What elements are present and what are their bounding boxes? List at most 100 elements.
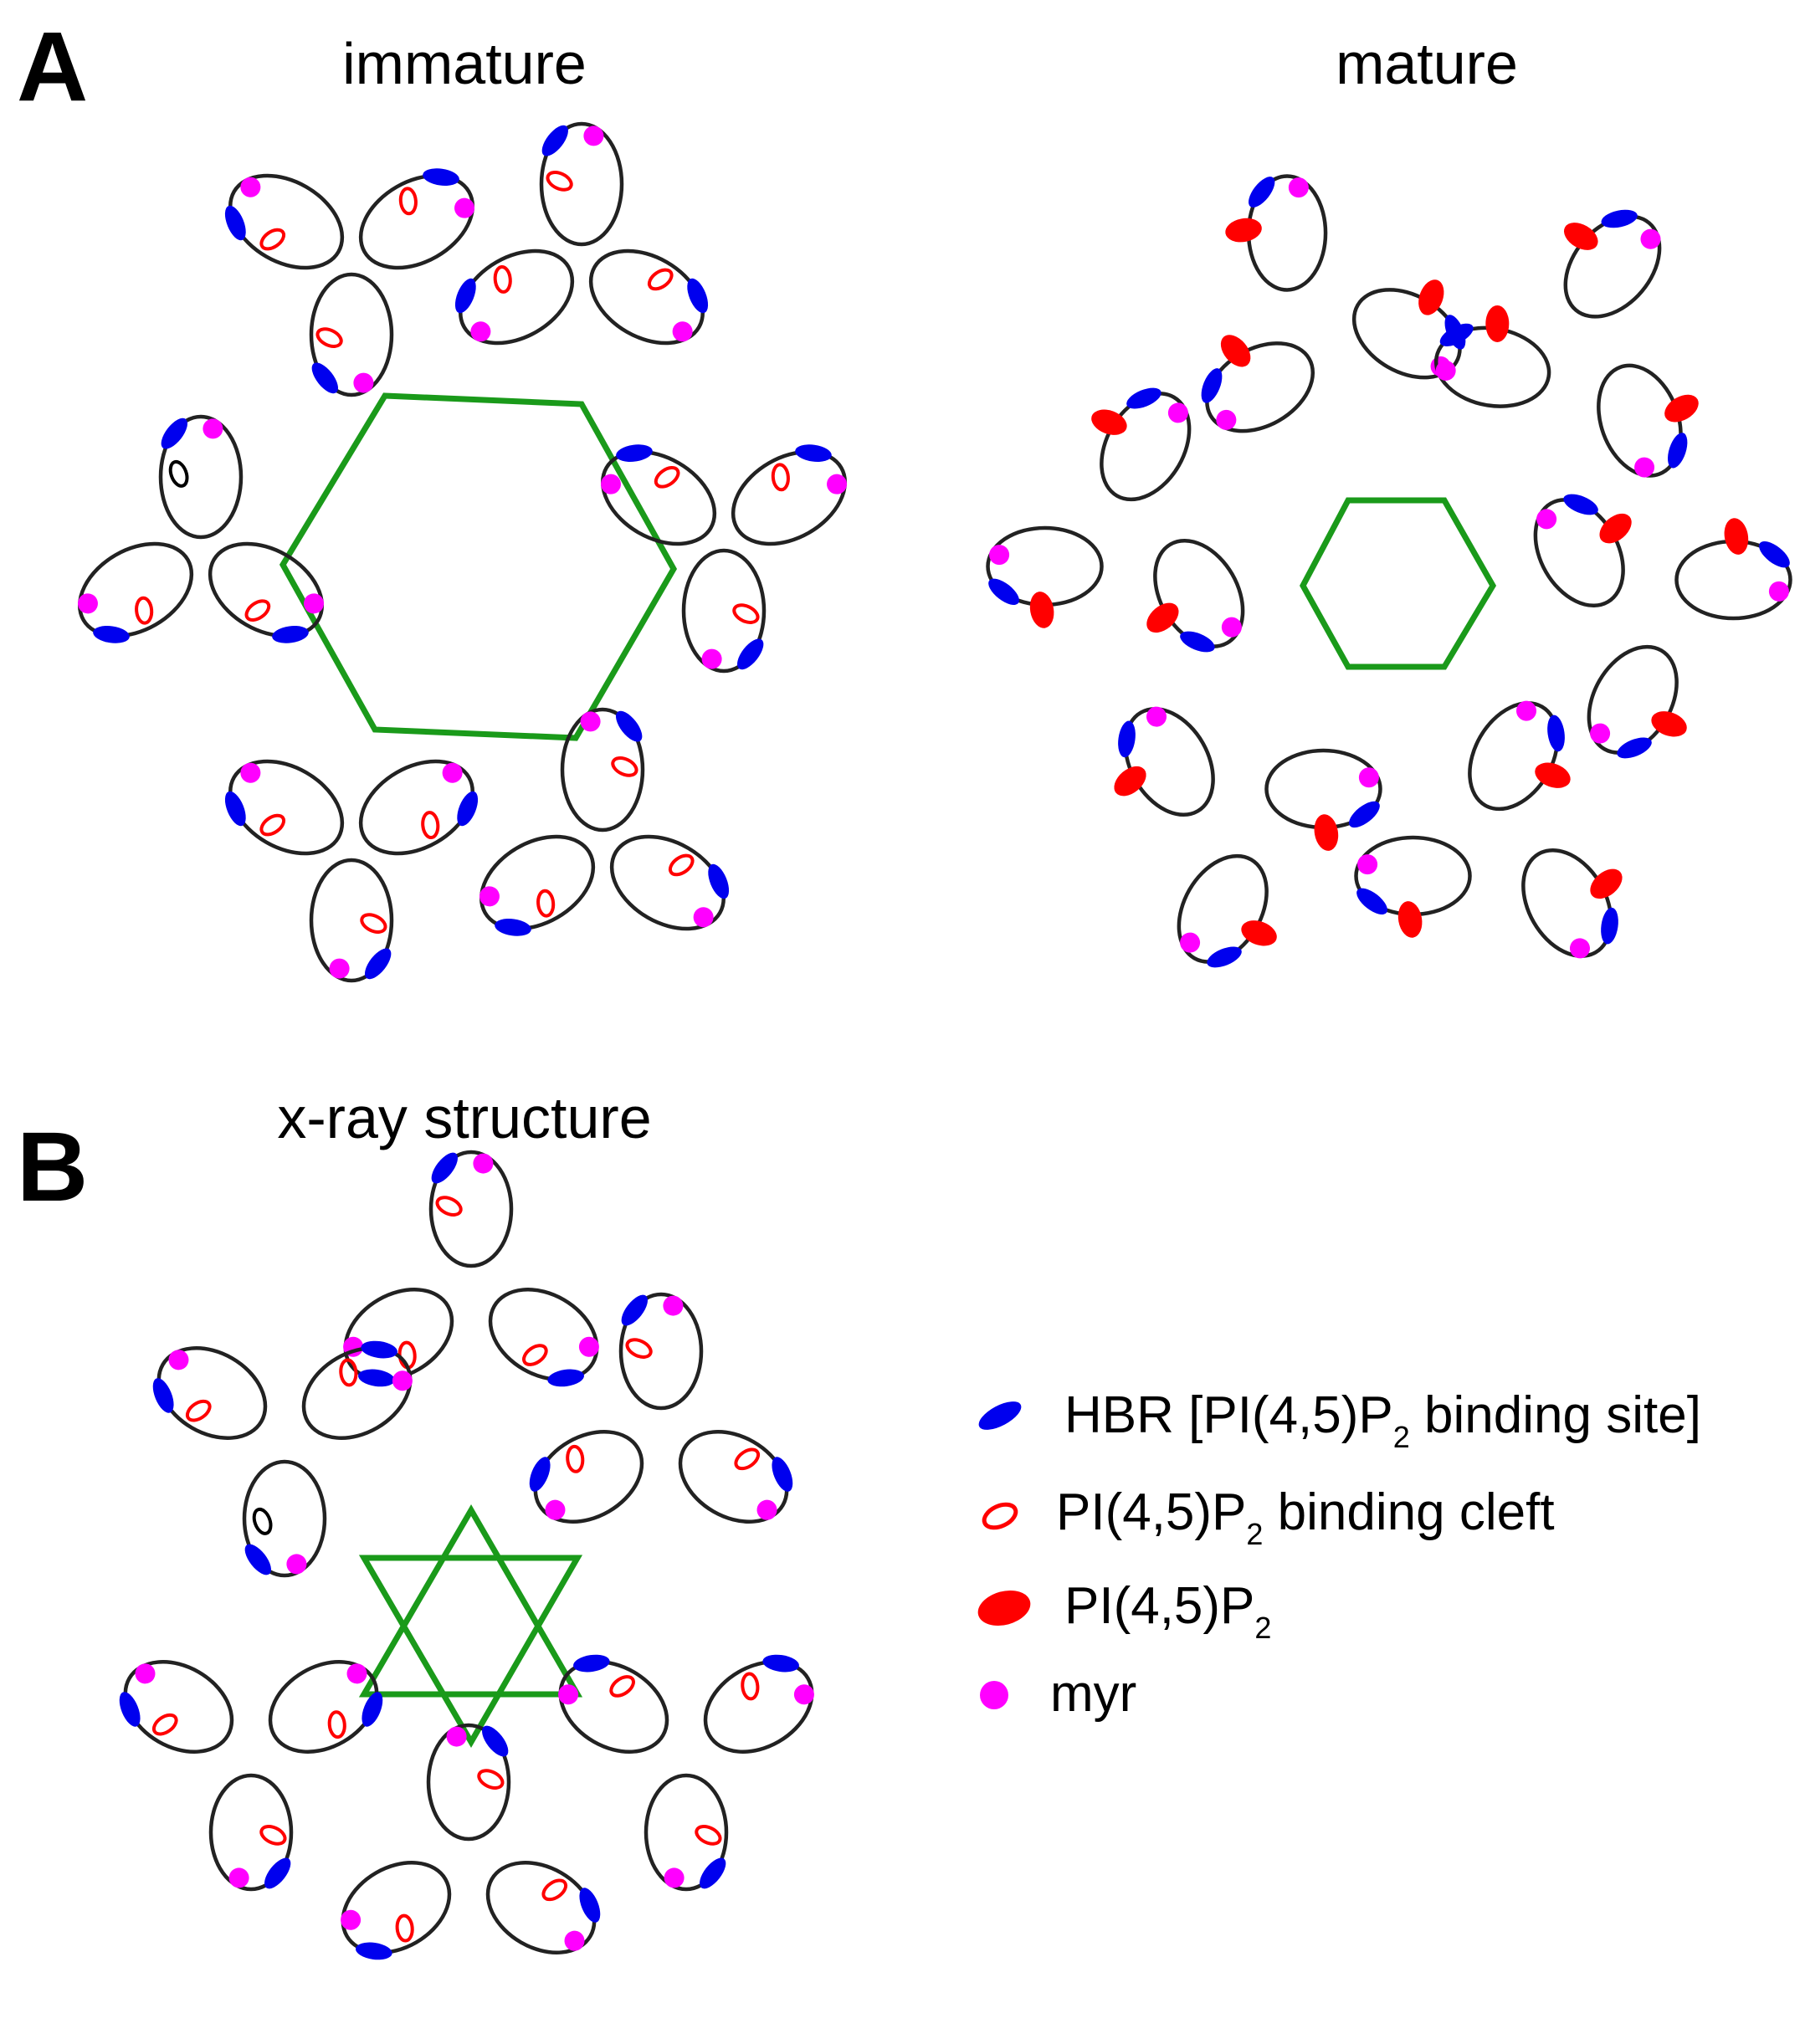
myr-dot [77,593,98,614]
ma-molecule [609,834,730,931]
ma-domain-outline [156,1346,268,1440]
ma-molecule [539,121,624,247]
bound-pip2 [1651,711,1687,737]
bound-pip2 [1146,602,1179,633]
myr-dot [989,545,1010,566]
ma-molecule [479,834,596,936]
ma-molecule [1225,174,1328,292]
pip2-cleft [541,1878,568,1902]
ma-domain-outline [228,759,345,856]
myr-dot [1640,228,1661,249]
myr-dot [470,321,491,342]
myr-dot [1569,938,1590,959]
pip2-cleft [771,463,790,492]
hbr-site [541,125,568,156]
mature-title: mature [1336,31,1518,96]
myr-dot [1167,402,1188,423]
ma-domain-outline [77,541,194,638]
hbr-site [1439,323,1474,346]
legend: HBR [PI(4,5)P2 binding site] PI(4,5)P2 b… [977,1386,1701,1723]
hbr-site [1201,368,1223,403]
ma-domain-outline [228,173,345,270]
ma-domain-outline [158,414,244,540]
myr-dot [1768,581,1789,602]
hbr-site [365,948,392,980]
legend-hbr-label: HBR [PI(4,5)P2 binding site] [1064,1386,1701,1454]
ma-domain-outline [1468,701,1560,812]
pip2-cleft [654,466,680,489]
ma-domain-outline [681,548,767,674]
myr-dot [1221,617,1242,638]
bound-pip2 [1599,513,1632,544]
pip2-cleft [546,171,573,192]
myr-dot [580,711,601,732]
unlabeled-cleft [168,459,189,488]
myr-dot [240,762,261,783]
pip2-cleft [395,1913,414,1943]
ma-domain-outline [588,248,705,346]
pip2-cleft [327,1710,346,1739]
ma-molecule [681,548,767,674]
ma-domain-outline [358,759,475,856]
pip2-cleft [185,1399,212,1422]
ma-domain-outline [123,1660,234,1754]
bound-pip2 [1563,223,1598,250]
pip2-cleft [135,596,154,625]
hbr-site [361,1340,397,1359]
ma-molecule [731,444,848,546]
pip2-cleft [259,813,286,837]
ma-molecule [485,1861,601,1954]
myr-dot [558,1684,579,1705]
ma-domain-outline [731,449,848,546]
hbr-site [495,918,531,936]
myr-dot [346,1663,367,1684]
myr-dot [168,1350,189,1370]
myr-dot [1357,854,1378,875]
hbr-site [93,625,130,643]
ma-domain-outline [301,1346,413,1440]
hbr-site [1601,209,1638,228]
myr-dot [564,1930,585,1951]
ma-molecule [224,759,345,856]
hbr-site [708,863,730,899]
ma-molecule [428,1150,514,1268]
ma-molecule [1177,853,1277,968]
ma-molecule [1433,305,1551,408]
legend-myr-icon [980,1681,1008,1709]
ma-domain-outline [358,173,475,270]
ma-molecule [1597,363,1699,478]
pip2-cleft [609,1675,635,1698]
ma-molecule [1201,335,1315,433]
ma-molecule [488,1288,599,1387]
bound-pip2 [1724,518,1749,555]
ma-domain-outline [208,541,325,638]
ma-domain-outline [1123,707,1215,817]
myr-dot [578,1336,599,1357]
bound-pip2 [1091,409,1127,435]
myr-dot [672,321,693,342]
xray-triangle-up [358,1504,583,1698]
ma-molecule [301,1340,413,1440]
mature-lattice-hexagon [1300,497,1497,670]
ma-molecule [208,541,325,643]
ma-molecule [588,248,709,346]
myr-dot [1435,360,1456,381]
myr-dot [479,886,500,907]
ma-molecule [644,1773,729,1892]
myr-dot [454,197,475,218]
ma-molecule [703,1654,814,1754]
hbr-site [119,1692,141,1727]
pip2-cleft [315,327,343,348]
myr-dot [473,1153,494,1174]
myr-dot [1146,706,1167,727]
immature-ma-lattice [77,121,848,983]
hbr-site [1126,387,1161,409]
hbr-site [547,1369,584,1387]
hbr-site [454,278,476,314]
hbr-site [616,444,653,463]
hbr-site [1563,494,1598,515]
hbr-site [161,418,187,449]
hbr-site [1547,715,1565,752]
legend-hbr-icon [978,1401,1022,1430]
myr-dot [1216,409,1237,430]
